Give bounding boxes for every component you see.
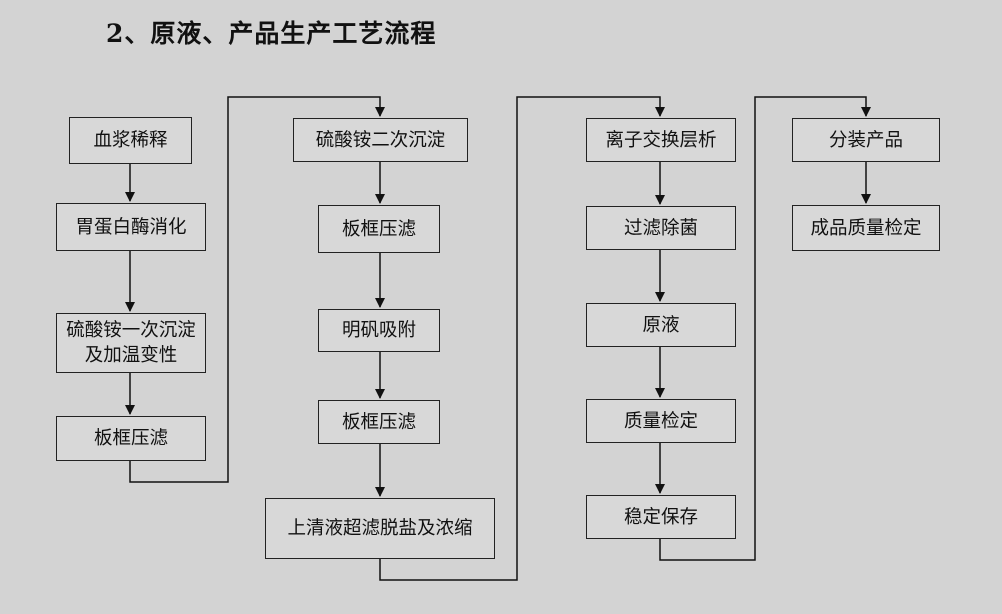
step-pepsin-digestion: 胃蛋白酶消化 — [56, 203, 206, 251]
step-plasma-dilution: 血浆稀释 — [69, 117, 192, 164]
page-title: 2、原液、产品生产工艺流程 — [106, 19, 437, 48]
step-final-product-inspection: 成品质量检定 — [792, 205, 940, 251]
step-ion-exchange-chromatography: 离子交换层析 — [586, 118, 736, 162]
step-alum-adsorption: 明矾吸附 — [318, 309, 440, 352]
step-ammonium-sulfate-precipitation-1: 硫酸铵一次沉淀及加温变性 — [56, 313, 206, 373]
step-plate-filter-3: 板框压滤 — [318, 400, 440, 444]
step-ultrafiltration-desalting: 上清液超滤脱盐及浓缩 — [265, 498, 495, 559]
step-plate-filter-2: 板框压滤 — [318, 205, 440, 253]
step-plate-filter-1: 板框压滤 — [56, 416, 206, 461]
step-ammonium-sulfate-precipitation-2: 硫酸铵二次沉淀 — [293, 118, 468, 162]
connector-c3-to-c4 — [659, 96, 871, 561]
step-packaging: 分装产品 — [792, 118, 940, 162]
step-stable-storage: 稳定保存 — [586, 495, 736, 539]
step-sterile-filtration: 过滤除菌 — [586, 206, 736, 250]
connector-c2-to-c3 — [379, 96, 665, 581]
step-quality-inspection: 质量检定 — [586, 399, 736, 443]
connector-c1-to-c2 — [129, 96, 385, 483]
step-stock-solution: 原液 — [586, 303, 736, 347]
